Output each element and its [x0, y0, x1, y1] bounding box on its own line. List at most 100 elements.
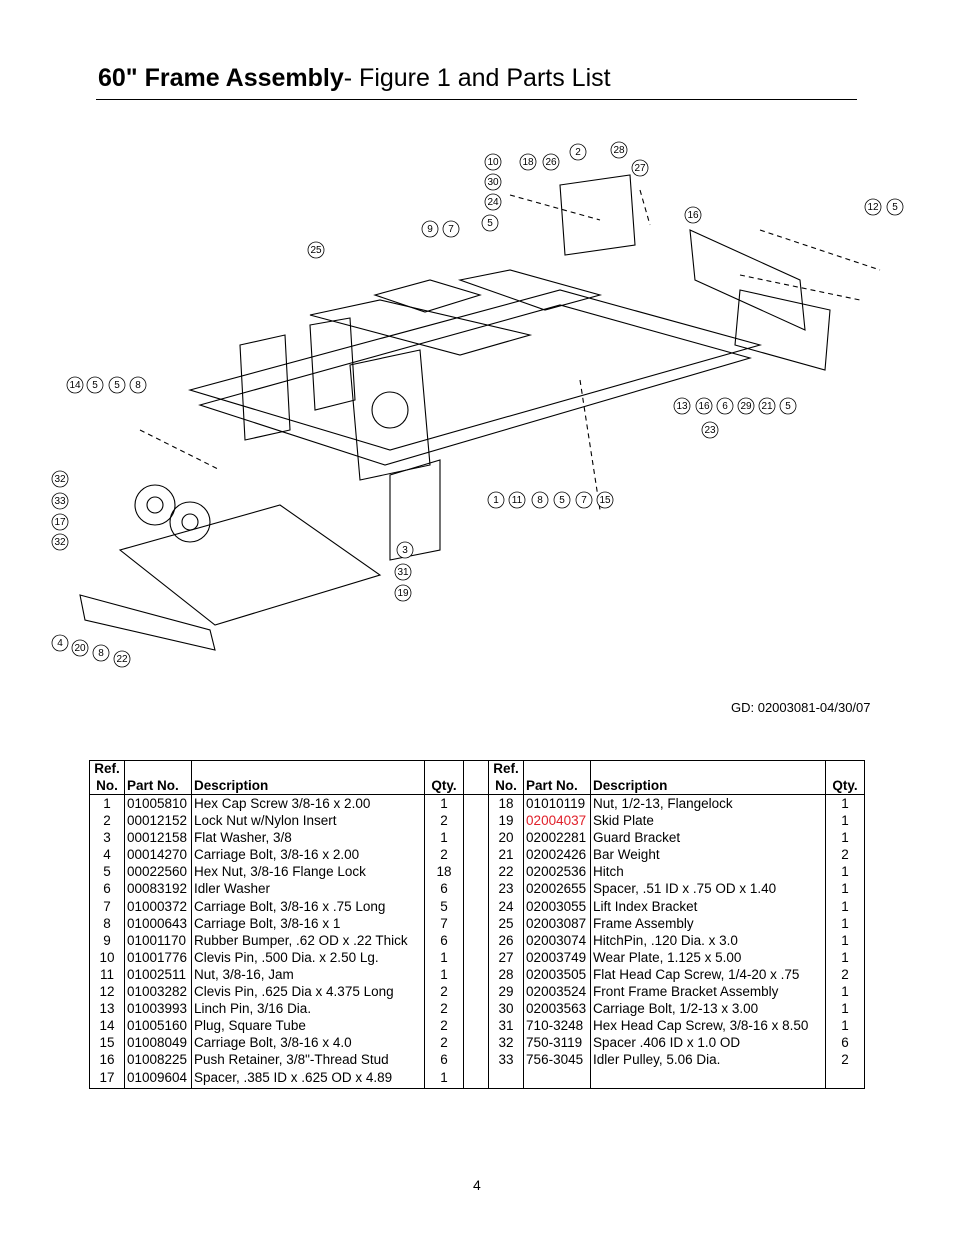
parts-list-table: Ref.No. Part No. Description Qty. Ref.No…	[89, 760, 865, 1089]
ref-cell: 6	[89, 880, 125, 898]
description-cell: Frame Assembly	[590, 914, 826, 932]
description-cell: Spacer, .51 ID x .75 OD x 1.40	[590, 880, 826, 898]
qty-cell: 2	[825, 965, 865, 984]
svg-text:8: 8	[98, 648, 104, 659]
ref-cell: 2	[89, 812, 125, 830]
svg-text:5: 5	[785, 401, 791, 412]
ref-cell: 25	[488, 914, 525, 932]
ref-cell: 28	[488, 965, 525, 984]
ref-cell: 30	[488, 1000, 525, 1018]
callout: 21	[758, 397, 776, 415]
part-no-cell: 02004037	[523, 812, 592, 830]
description-cell: Carriage Bolt, 3/8-16 x 1	[191, 914, 426, 932]
callout: 5	[779, 397, 797, 415]
part-no-cell: 750-3119	[523, 1034, 592, 1052]
part-no-cell: 02002655	[523, 880, 592, 898]
svg-text:7: 7	[581, 495, 587, 506]
description-cell: Spacer, .385 ID x .625 OD x 4.89	[191, 1068, 426, 1089]
table-header-row: Ref.No. Part No. Description Qty. Ref.No…	[89, 760, 865, 795]
part-no-cell: 01002511	[124, 965, 192, 984]
frame-lower-rail	[198, 304, 752, 466]
qty-cell: 1	[424, 794, 465, 813]
svg-text:20: 20	[74, 643, 86, 654]
description-cell: Hitch	[590, 863, 826, 881]
svg-text:25: 25	[310, 245, 322, 256]
lift-index-bracket	[559, 174, 636, 256]
ref-cell: 4	[89, 846, 125, 864]
part-no-cell: 00022560	[124, 863, 192, 881]
description-cell: Carriage Bolt, 1/2-13 x 3.00	[590, 1000, 826, 1018]
part-no-cell: 01003282	[124, 983, 192, 1001]
ref-cell: 8	[89, 914, 125, 932]
callout: 12	[864, 198, 882, 216]
title-rule	[96, 99, 857, 100]
gap-cell	[463, 1034, 490, 1052]
part-no-cell: 02003749	[523, 948, 592, 966]
ref-cell	[488, 1068, 525, 1089]
svg-text:5: 5	[892, 202, 898, 213]
qty-cell: 1	[825, 880, 865, 898]
part-no-cell: 02003055	[523, 897, 592, 915]
callout: 32	[51, 470, 69, 488]
qty-cell: 1	[424, 1068, 465, 1089]
svg-text:15: 15	[599, 495, 611, 506]
ref-cell: 18	[488, 794, 525, 813]
part-no-cell: 01005160	[124, 1017, 192, 1035]
svg-text:9: 9	[427, 224, 433, 235]
callout: 7	[575, 491, 593, 509]
callout: 31	[394, 563, 412, 581]
part-no-cell: 01000372	[124, 897, 192, 915]
svg-text:28: 28	[613, 145, 625, 156]
callout: 8	[92, 644, 110, 662]
callout: 2	[569, 143, 587, 161]
svg-text:5: 5	[487, 218, 493, 229]
callout: 18	[519, 153, 537, 171]
ref-cell: 26	[488, 931, 525, 949]
gap-cell	[463, 794, 490, 813]
svg-text:21: 21	[761, 401, 773, 412]
callout: 5	[553, 491, 571, 509]
qty-cell: 1	[825, 948, 865, 966]
qty-cell: 2	[424, 1000, 465, 1018]
idler-pulley-2	[169, 501, 211, 543]
svg-text:26: 26	[545, 157, 557, 168]
svg-text:13: 13	[676, 401, 688, 412]
description-cell	[590, 1068, 826, 1089]
qty-cell: 18	[424, 863, 465, 881]
svg-text:6: 6	[722, 401, 728, 412]
callout: 8	[531, 491, 549, 509]
svg-text:33: 33	[54, 496, 66, 507]
qty-cell: 1	[424, 829, 465, 847]
qty-cell	[825, 1068, 865, 1089]
qty-cell: 2	[825, 846, 865, 864]
ref-cell: 16	[89, 1051, 125, 1069]
callout: 13	[673, 397, 691, 415]
ref-cell: 13	[89, 1000, 125, 1018]
callout: 8	[129, 376, 147, 394]
ref-cell: 23	[488, 880, 525, 898]
part-no-cell: 02003524	[523, 983, 592, 1001]
page-title: 60" Frame Assembly- Figure 1 and Parts L…	[98, 64, 611, 92]
svg-text:11: 11	[512, 495, 523, 506]
callout: 5	[886, 198, 904, 216]
ref-cell: 12	[89, 983, 125, 1001]
frame-side-plate	[349, 349, 431, 481]
gap-cell	[463, 1068, 490, 1089]
callout: 5	[481, 214, 499, 232]
ref-cell: 10	[89, 948, 125, 966]
part-no-cell: 00012158	[124, 829, 192, 847]
callout: 11	[508, 491, 526, 509]
part-no-cell: 01010119	[523, 794, 592, 813]
svg-text:16: 16	[698, 401, 710, 412]
part-no-cell: 01008225	[124, 1051, 192, 1069]
gap-cell	[463, 931, 490, 949]
description-cell: Lock Nut w/Nylon Insert	[191, 812, 426, 830]
callout: 33	[51, 492, 69, 510]
description-cell: Plug, Square Tube	[191, 1017, 426, 1035]
svg-text:32: 32	[54, 537, 66, 548]
ref-cell: 15	[89, 1034, 125, 1052]
part-no-cell: 00083192	[124, 880, 192, 898]
